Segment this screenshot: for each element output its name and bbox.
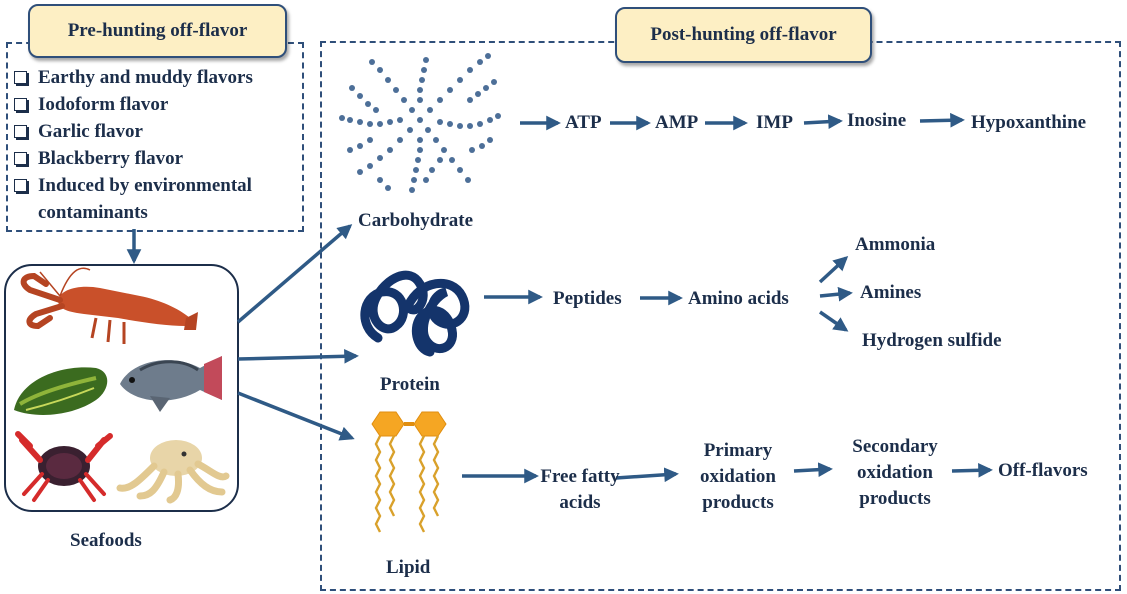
tilapia-fish-icon — [120, 356, 222, 412]
arrow-imp-inosine — [803, 114, 843, 129]
hypoxanthine-label: Hypoxanthine — [971, 112, 1087, 133]
checkbox-icon — [14, 71, 27, 84]
free-fatty-acids-label: Free fatty acids — [540, 466, 620, 513]
pre-hunting-title: Pre-hunting off-flavor — [28, 4, 287, 58]
amines-label: Amines — [860, 282, 922, 303]
amp-label: AMP — [655, 112, 699, 133]
mussel-icon — [14, 367, 108, 415]
atp-label: ATP — [565, 112, 602, 133]
glycogen-icon — [339, 53, 501, 193]
arrow-primary-secondary — [793, 462, 833, 477]
arrow-seafoods-to-protein — [237, 348, 359, 364]
list-item: Garlic flavor — [14, 118, 288, 145]
ammonia-label: Ammonia — [855, 234, 936, 255]
arrow-secondary-offflavors — [951, 462, 993, 478]
imp-label: IMP — [756, 112, 793, 133]
arrow-amino-hydrogen-sulfide — [819, 310, 849, 332]
checkbox-icon — [14, 125, 27, 138]
checkbox-icon — [14, 152, 27, 165]
octopus-icon — [116, 440, 230, 504]
seafoods-label: Seafoods — [70, 530, 142, 551]
crayfish-icon — [20, 267, 198, 344]
arrow-ffa-primary — [615, 467, 679, 483]
peptides-label: Peptides — [553, 288, 622, 309]
post-hunting-title: Post-hunting off-flavor — [615, 7, 872, 63]
hydrogen-sulfide-label: Hydrogen sulfide — [862, 330, 1002, 351]
arrow-amino-amines — [819, 286, 853, 302]
checkbox-icon — [14, 179, 27, 192]
arrow-amino-ammonia — [818, 256, 849, 284]
arrow-inosine-hypoxanthine — [919, 112, 965, 128]
secondary-oxidation-label: Secondary oxidation products — [852, 436, 938, 509]
list-item: Blackberry flavor — [14, 145, 288, 172]
inosine-label: Inosine — [847, 110, 907, 131]
flow-arrows — [126, 112, 993, 484]
protein-coil-icon — [360, 270, 470, 357]
checkbox-icon — [14, 98, 27, 111]
arrow-seafoods-to-lipid — [237, 391, 355, 441]
carbohydrate-label: Carbohydrate — [358, 210, 474, 231]
off-flavors-label: Off-flavors — [998, 460, 1088, 481]
primary-oxidation-label: Primary oxidation products — [699, 440, 777, 513]
arrow-seafoods-to-carbohydrate — [236, 224, 353, 324]
seafoods-box — [4, 264, 239, 512]
amino-acids-label: Amino acids — [688, 288, 789, 309]
lipid-icon — [371, 411, 447, 533]
protein-label: Protein — [380, 374, 440, 395]
list-item: Induced by environmental contaminants — [14, 172, 288, 226]
lipid-label: Lipid — [386, 557, 431, 578]
pre-hunting-list: Earthy and muddy flavors Iodoform flavor… — [14, 64, 288, 226]
list-item: Earthy and muddy flavors — [14, 64, 288, 91]
list-item: Iodoform flavor — [14, 91, 288, 118]
crab-icon — [15, 431, 113, 502]
